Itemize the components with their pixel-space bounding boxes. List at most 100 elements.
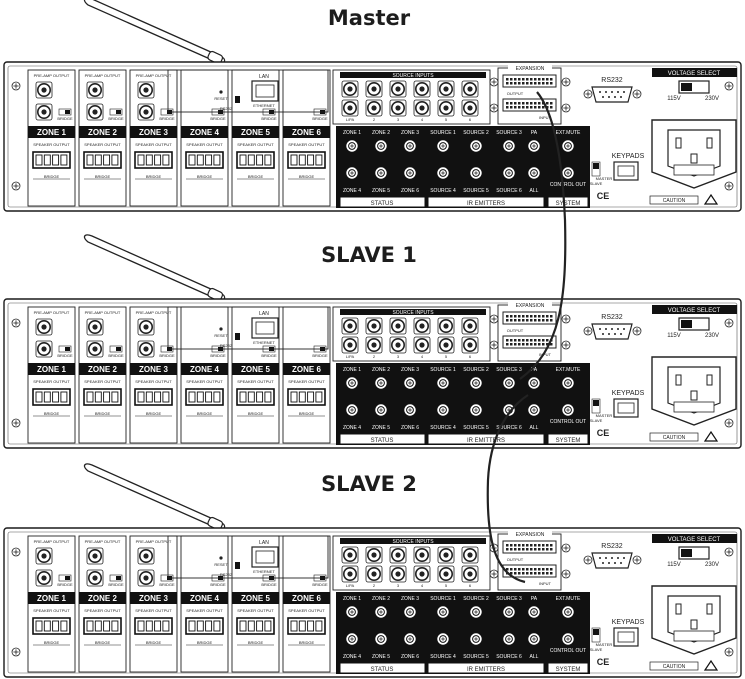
reset-button [219,327,222,330]
preamp-output-label: PRE-AMP OUTPUT [85,539,121,544]
bridge-label: BRIDGE [57,353,73,358]
zone-label: ZONE 6 [292,594,321,603]
status-zone-label: ZONE 4 [343,654,361,660]
ir-jack-icon [405,141,416,152]
reset-label: RESET [214,333,228,338]
source-rca-r-icon [414,100,430,116]
speaker-terminal-icon [186,618,223,634]
screw-icon [562,544,570,552]
ir-jack-icon [405,168,416,179]
speaker-output-label: SPEAKER OUTPUT [33,142,70,147]
status-zone-label: ZONE 2 [372,596,390,602]
ir-jack-icon [347,634,358,645]
expansion-output-port-icon [503,541,556,553]
screw-icon [725,419,733,427]
ir-source-label: SOURCE 5 [463,425,489,431]
keypads-port-icon [614,628,638,646]
antenna-icon [85,0,225,65]
rca-jack-icon [87,104,103,120]
source-rca-l-icon [390,81,406,97]
bridge-label: BRIDGE [312,116,328,121]
speaker-terminal-icon [288,618,325,634]
ir-emitters-label: IR EMITTERS [467,438,505,444]
source-rca-l-icon [366,81,382,97]
voltage-switch-icon [679,81,709,93]
source-rca-l-icon [366,318,382,334]
screw-icon [725,548,733,556]
ethernet-port-icon [252,81,278,101]
ir-jack-icon [376,168,387,179]
source-rca-r-icon [342,566,358,582]
preamp-output-label: PRE-AMP OUTPUT [34,73,70,78]
source-rca-l-icon [462,547,478,563]
status-zone-label: ZONE 3 [401,367,419,373]
control-block: STATUSIR EMITTERSSYSTEMZONE 1ZONE 4ZONE … [336,363,590,445]
reset-label: RESET [214,96,228,101]
bridge-terminal-label: BRIDGE [44,411,60,416]
screw-icon [584,556,592,564]
rs232-label: RS232 [601,314,623,321]
ir-source-label: SOURCE 5 [463,654,489,660]
ethernet-label: ETHERNET [253,103,275,108]
voltage-select-label: VOLTAGE SELECT [668,537,721,543]
rs232-port-icon [592,324,632,339]
screw-icon [633,90,641,98]
screw-icon [490,104,498,112]
ir-source-label: SOURCE 1 [430,596,456,602]
source-inputs-label: SOURCE INPUTS [392,310,434,316]
caution-label: CAUTION [663,435,686,441]
source-rca-r-icon [390,566,406,582]
speaker-output-label: SPEAKER OUTPUT [186,142,223,147]
ir-jack-icon [529,141,540,152]
screw-icon [725,82,733,90]
source-inputs-label: SOURCE INPUTS [392,539,434,545]
rs232-port-icon [592,553,632,568]
ir-source-label: SOURCE 5 [463,188,489,194]
screw-icon [12,182,20,190]
speaker-output-label: SPEAKER OUTPUT [84,608,121,613]
rs232-port-icon [592,87,632,102]
screw-icon [12,548,20,556]
speaker-output-label: SPEAKER OUTPUT [84,142,121,147]
speaker-output-label: SPEAKER OUTPUT [135,142,172,147]
ir-jack-icon [438,405,449,416]
bridge-terminal-label: BRIDGE [197,174,213,179]
speaker-output-label: SPEAKER OUTPUT [135,608,172,613]
rca-jack-icon [87,319,103,335]
speaker-terminal-icon [84,152,121,168]
voltage-select-label: VOLTAGE SELECT [668,71,721,77]
ir-source-label: SOURCE 3 [496,367,522,373]
voltage-230-label: 230V [705,562,719,568]
ir-jack-icon [347,141,358,152]
ext-mute-label: EXT.MUTE [556,367,581,373]
source-rca-r-icon [438,337,454,353]
zone-label: ZONE 5 [241,365,270,374]
ir-jack-icon [376,607,387,618]
ir-jack-icon [563,607,574,618]
unit-title: Master [328,6,411,30]
keypads-label: KEYPADS [612,619,645,626]
bridge-terminal-label: BRIDGE [299,640,315,645]
bridge-label: BRIDGE [159,582,175,587]
source-rca-l-icon [414,318,430,334]
ce-mark-icon: CE [597,428,610,438]
status-zone-label: ZONE 5 [372,654,390,660]
bridge-terminal-label: BRIDGE [197,640,213,645]
ir-jack-icon [529,607,540,618]
status-zone-label: ZONE 1 [343,367,361,373]
expansion-output-label: OUTPUT [507,557,524,562]
zone-label: ZONE 2 [88,128,117,137]
voltage-select-label: VOLTAGE SELECT [668,308,721,314]
ir-jack-icon [405,378,416,389]
voltage-switch-icon [679,318,709,330]
bridge-label: BRIDGE [210,116,226,121]
bridge-terminal-label: BRIDGE [299,411,315,416]
status-zone-label: ZONE 4 [343,425,361,431]
speaker-terminal-icon [33,618,70,634]
keypads-label: KEYPADS [612,153,645,160]
source-rca-l-icon [342,81,358,97]
bridge-terminal-label: BRIDGE [197,411,213,416]
ir-jack-icon [504,141,515,152]
ir-source-label: SOURCE 6 [496,654,522,660]
